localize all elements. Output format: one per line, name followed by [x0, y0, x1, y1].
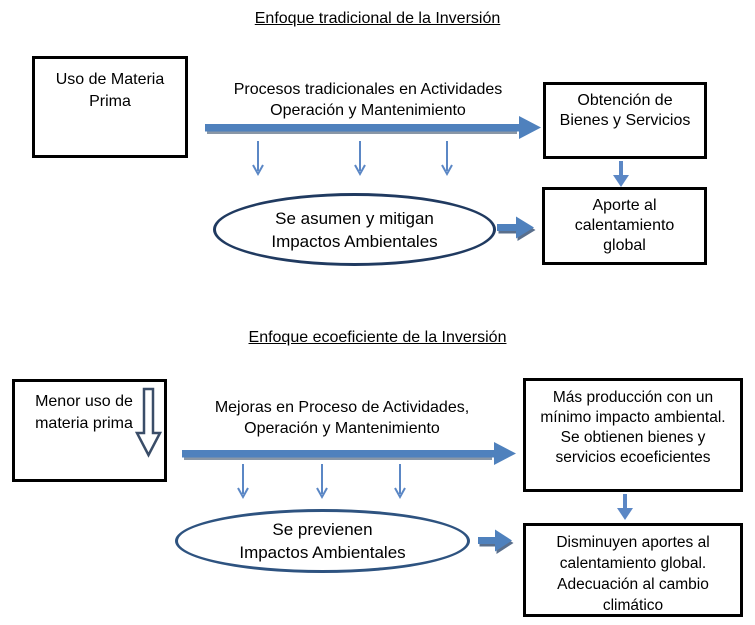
impactos-asumidos-ellipse: Se asumen y mitigan Impactos Ambientales: [213, 193, 496, 266]
impactos-prevenidos-label: Se previenen Impactos Ambientales: [239, 520, 406, 562]
top-diagram-title: Enfoque tradicional de la Inversión: [254, 10, 501, 27]
menor-uso-materia-box: Menor uso de materia prima: [12, 379, 167, 482]
disminuyen-aportes-label: Disminuyen aportes al calentamiento glob…: [556, 534, 710, 614]
mas-produccion-box: Más producción con un mínimo impacto amb…: [523, 378, 743, 492]
disminuyen-aportes-box: Disminuyen aportes al calentamiento glob…: [523, 523, 743, 617]
menor-uso-materia-label: Menor uso de materia prima: [35, 393, 133, 432]
mejoras-proceso-label: Mejoras en Proceso de Actividades, Opera…: [214, 399, 470, 437]
top-box-connector-arrow-icon: [613, 161, 629, 187]
top-impact-down-arrows-icon: [252, 141, 453, 177]
mas-produccion-label: Más producción con un mínimo impacto amb…: [540, 389, 726, 466]
impactos-asumidos-label: Se asumen y mitigan Impactos Ambientales: [271, 208, 438, 251]
aporte-calentamiento-box: Aporte al calentamiento global: [542, 187, 707, 265]
obtencion-bienes-label: Obtención de Bienes y Servicios: [559, 92, 691, 129]
bottom-impact-down-arrows-icon: [237, 464, 406, 500]
obtencion-bienes-box: Obtención de Bienes y Servicios: [543, 82, 707, 159]
procesos-tradicionales-label: Procesos tradicionales en Actividades Op…: [233, 81, 503, 119]
bottom-process-flow-arrow-icon: [182, 442, 516, 465]
bottom-diagram-title: Enfoque ecoeficiente de la Inversión: [248, 329, 507, 346]
bottom-box-connector-arrow-icon: [617, 494, 633, 520]
uso-materia-prima-box: Uso de Materia Prima: [32, 56, 188, 158]
uso-materia-prima-label: Uso de Materia Prima: [55, 71, 165, 110]
aporte-calentamiento-label: Aporte al calentamiento global: [574, 197, 675, 254]
bottom-ellipse-right-arrow-icon: [478, 529, 514, 554]
impactos-prevenidos-ellipse: Se previenen Impactos Ambientales: [175, 509, 470, 573]
top-ellipse-right-arrow-icon: [497, 216, 536, 241]
